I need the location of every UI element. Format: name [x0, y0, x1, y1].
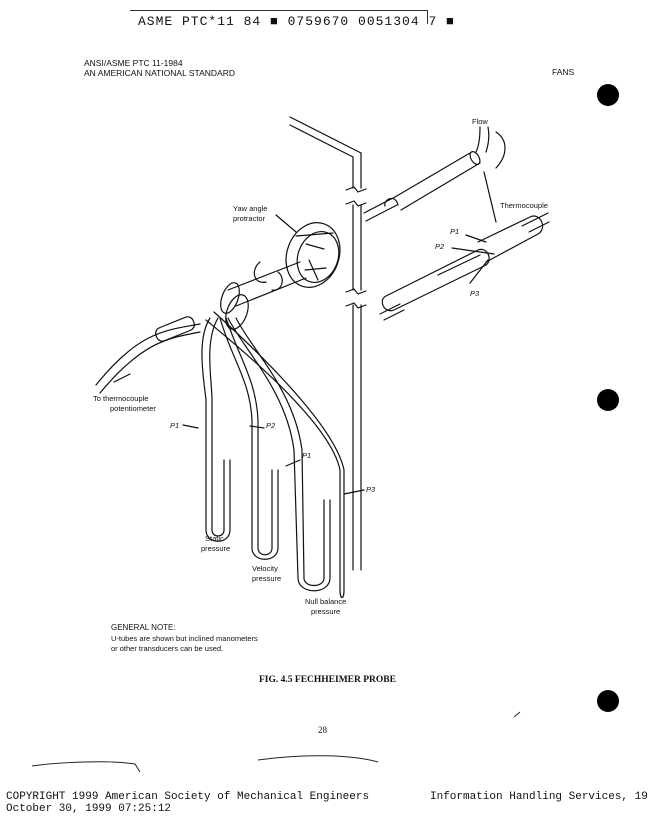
- p1-probe-label: P1: [450, 227, 459, 236]
- binder-hole-3: [597, 690, 619, 712]
- u-tubes: [201, 311, 345, 599]
- general-note-line-1: U-tubes are shown but inclined manometer…: [111, 634, 258, 643]
- static-pressure-label: pressure: [201, 544, 230, 553]
- section-title: FANS: [552, 67, 575, 77]
- probe-shaft: [220, 261, 307, 330]
- general-note-title: GENERAL NOTE:: [111, 623, 176, 632]
- scan-mark-center: [257, 755, 379, 763]
- footer-provider: Information Handling Services, 19: [430, 791, 648, 803]
- probe-rod: [363, 151, 481, 222]
- probe-head: [379, 212, 550, 321]
- footer-copyright: COPYRIGHT 1999 American Society of Mecha…: [6, 791, 370, 803]
- document-code: ASME PTC*11 84 ■ 0759670 0051304 7 ■: [138, 14, 455, 29]
- scan-mark-small: [513, 711, 521, 718]
- standard-designation: AN AMERICAN NATIONAL STANDARD: [84, 68, 235, 78]
- binder-hole-1: [597, 84, 619, 106]
- protractor-label: protractor: [233, 214, 266, 223]
- p3-tube-label: P3: [366, 485, 376, 494]
- velocity-pressure-label: pressure: [252, 574, 281, 583]
- page-number: 28: [318, 725, 327, 735]
- thermocouple-label: Thermocouple: [500, 201, 548, 210]
- binder-hole-2: [597, 389, 619, 411]
- scan-mark-left: [31, 761, 141, 773]
- header-rule: [130, 10, 428, 11]
- thermocouple-cable: [95, 316, 201, 394]
- yaw-protractor: [285, 222, 341, 288]
- general-note-line-2: or other transducers can be used.: [111, 644, 224, 653]
- to-thermocouple-label: To thermocouple: [93, 394, 148, 403]
- footer-timestamp: October 30, 1999 07:25:12: [6, 803, 172, 815]
- null-balance-pressure-label: pressure: [311, 607, 340, 616]
- potentiometer-label: potentiometer: [110, 404, 156, 413]
- header-rule-end: [427, 10, 428, 24]
- p1-left-label: P1: [170, 421, 179, 430]
- static-label: Static: [205, 534, 224, 543]
- p2-tube-label: P2: [266, 421, 276, 430]
- duct-wall: [289, 116, 367, 571]
- flow-label: Flow: [472, 117, 488, 126]
- label-arrows: [113, 126, 506, 495]
- figure-caption: FIG. 4.5 FECHHEIMER PROBE: [259, 675, 396, 685]
- null-balance-label: Null balance: [305, 597, 346, 606]
- p1-tube-label: P1: [302, 451, 311, 460]
- yaw-angle-label: Yaw angle: [233, 204, 267, 213]
- p2-probe-label: P2: [435, 242, 445, 251]
- p3-probe-label: P3: [470, 289, 480, 298]
- standard-number: ANSI/ASME PTC 11-1984: [84, 58, 183, 68]
- velocity-label: Velocity: [252, 564, 278, 573]
